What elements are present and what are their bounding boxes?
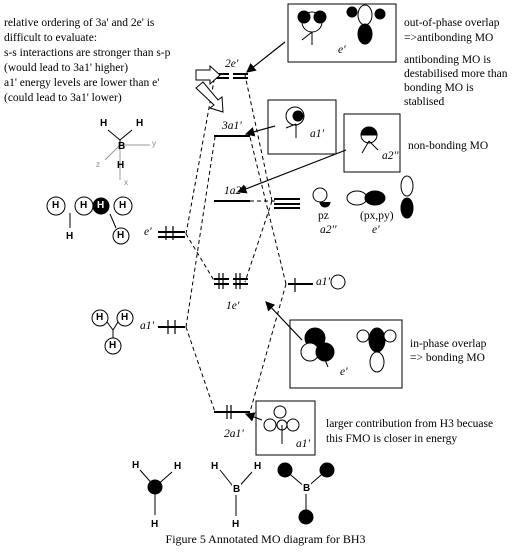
- note-relative-ordering-2: difficult to evaluate:: [4, 32, 98, 44]
- electrons: [165, 226, 296, 419]
- box-2a1-label: a1': [296, 438, 310, 450]
- b-pz-sym-label: a2'': [320, 224, 337, 236]
- molecule-sketches: [46, 129, 335, 525]
- atom-h-axis-left: H: [100, 118, 108, 129]
- axis-y-label: y: [152, 139, 156, 148]
- atom-h-bottom-1a: H: [132, 460, 140, 471]
- box-a2-label: a2'': [382, 150, 399, 162]
- mo-label-2a1: 2a1': [224, 428, 244, 440]
- b-pxpy-sym-label: e': [372, 224, 380, 236]
- note-relative-ordering-4: (would lead to 3a1' higher): [4, 62, 129, 74]
- box-orbital-sketches: [263, 4, 397, 444]
- atom-b-bottom-2: B: [232, 484, 242, 495]
- note-relative-ordering-5: a1' energy levels are lower than e': [4, 77, 160, 89]
- box-3a1-label: a1': [310, 128, 324, 140]
- b-pxpy-label: (px,py): [360, 210, 394, 222]
- note-relative-ordering-1: relative ordering of 3a' and 2e' is: [4, 17, 155, 29]
- atom-h-bottom-1b: H: [174, 461, 182, 472]
- axis-x-label: x: [124, 178, 128, 187]
- b-pz-label: pz: [318, 210, 329, 222]
- atom-h-bottom-2b: H: [254, 461, 262, 472]
- mo-label-2e: 2e': [225, 58, 239, 70]
- atom-h-e2: H: [80, 200, 88, 211]
- arrows: [236, 41, 347, 422]
- note-relative-ordering-6: (could lead to 3a1' lower): [4, 92, 122, 104]
- mo-label-3a1: 3a1': [222, 120, 242, 132]
- mo-label-1e: 1e': [226, 300, 240, 312]
- box-inphase-e-label: e': [340, 366, 348, 378]
- atom-h-a1-3: H: [109, 340, 117, 351]
- mo-label-1a2: 1a2'': [224, 185, 247, 197]
- b-orbitals: [312, 175, 414, 290]
- atom-h-bottom-2a: H: [211, 461, 219, 472]
- note-in-phase-2: => bonding MO: [410, 352, 485, 364]
- atom-b-axis: B: [118, 141, 126, 152]
- note-out-of-phase-2: =>antibonding MO: [404, 32, 494, 44]
- b-s-a1-label: a1': [316, 276, 330, 288]
- note-larger-contribution-2: this FMO is closer in energy: [326, 433, 458, 445]
- note-out-of-phase-1: out-of-phase overlap: [404, 17, 500, 29]
- atom-b-bottom-3: B: [302, 483, 312, 494]
- note-in-phase-1: in-phase overlap: [410, 338, 487, 350]
- atom-h-a1-2: H: [121, 312, 129, 323]
- axis-z-label: z: [96, 160, 100, 169]
- orbital-boxes: [255, 3, 403, 456]
- atom-h-e5: H: [119, 200, 127, 211]
- atom-h-axis-right: H: [136, 118, 144, 129]
- note-non-bonding: non-bonding MO: [408, 140, 489, 152]
- h3-e-label: e': [144, 226, 152, 238]
- note-destabilised-4: stablised: [404, 96, 445, 108]
- h3-a1-label: a1': [140, 320, 154, 332]
- note-larger-contribution-1: larger contribution from H3 becuase: [326, 418, 494, 430]
- atom-h-e1: H: [52, 200, 60, 211]
- atom-h-bottom-2c: H: [232, 519, 240, 530]
- note-destabilised-1: antibonding MO is: [404, 54, 491, 66]
- note-destabilised-3: bonding MO is: [404, 82, 474, 94]
- atom-h-e4: H: [97, 200, 105, 211]
- atom-h-a1-1: H: [96, 312, 104, 323]
- atom-h-e3: H: [66, 231, 74, 242]
- hollow-arrows: [195, 64, 224, 113]
- atom-h-e6: H: [117, 230, 125, 241]
- box-top-e-label: e': [338, 44, 346, 56]
- note-relative-ordering-3: s-s interactions are stronger than s-p: [4, 47, 171, 59]
- atom-h-axis-bottom: H: [117, 160, 125, 171]
- atom-h-bottom-1c: H: [151, 519, 159, 530]
- note-destabilised-2: destabilised more than: [404, 68, 508, 80]
- figure-caption: Figure 5 Annotated MO diagram for BH3: [165, 532, 366, 546]
